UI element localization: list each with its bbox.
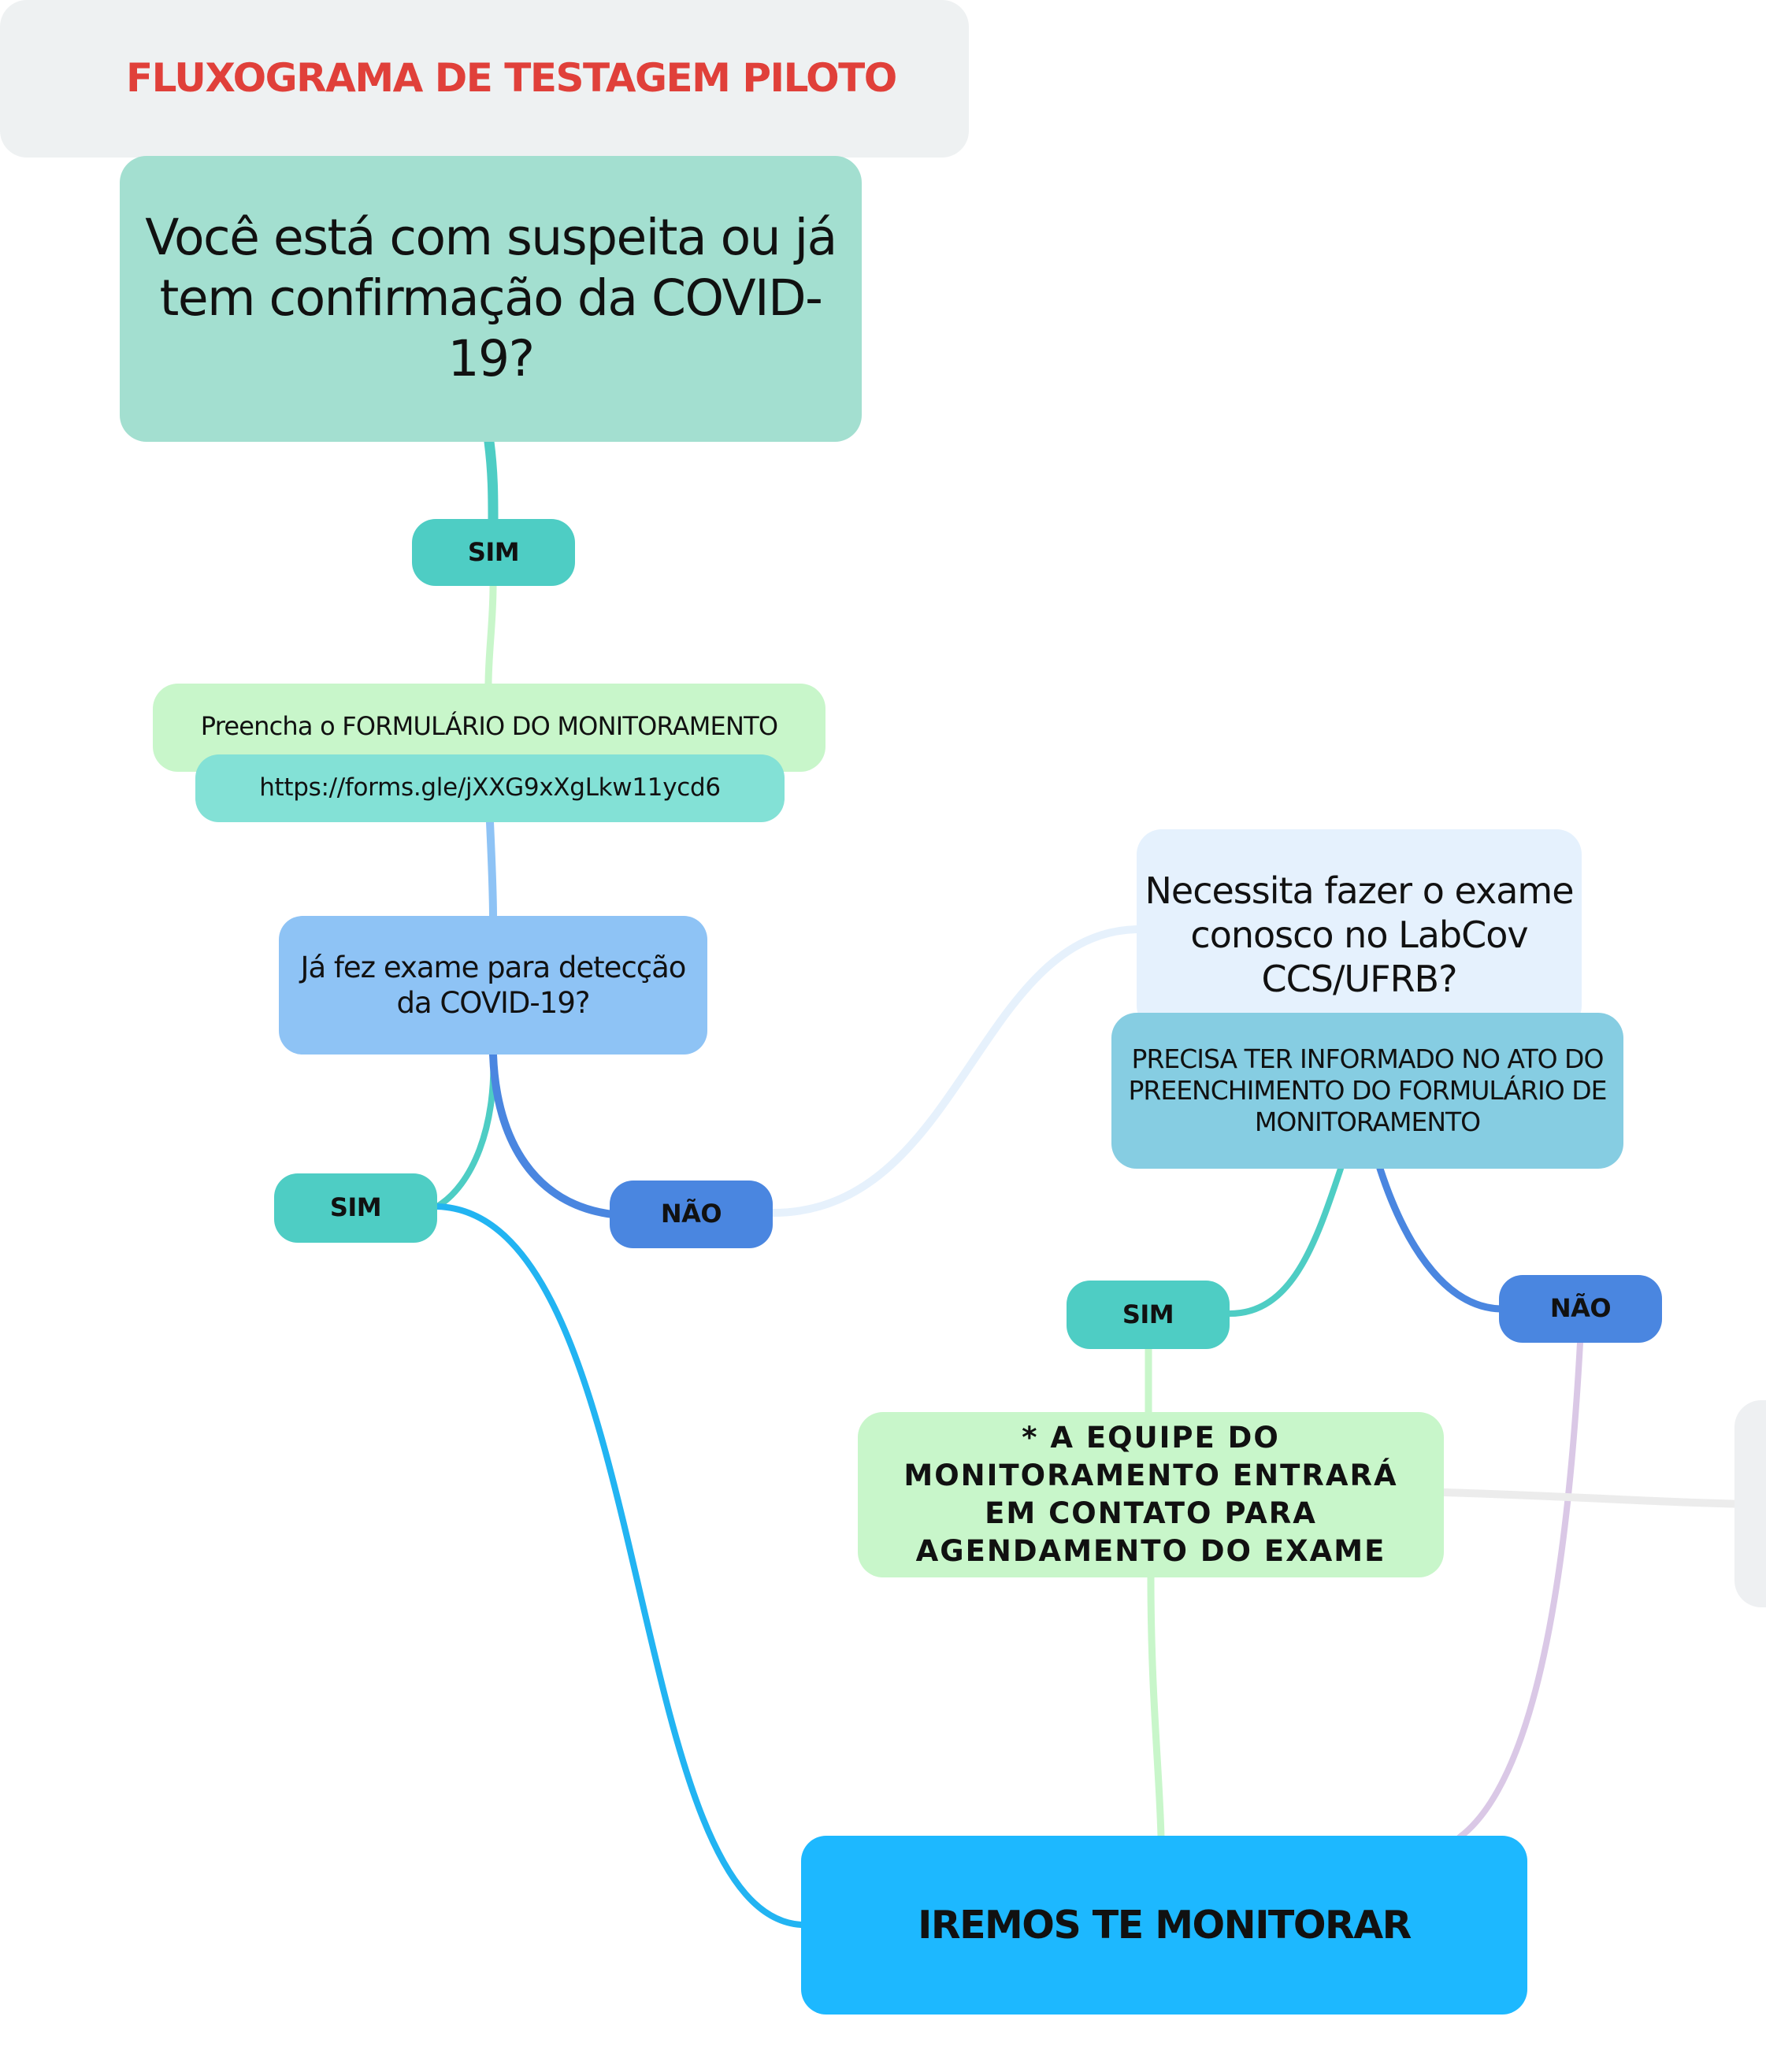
- form-link[interactable]: https://forms.gle/jXXG9xXgLkw11ycd6: [195, 754, 785, 822]
- team-contact-node[interactable]: * A EQUIPE DO MONITORAMENTO ENTRARÁ EM C…: [858, 1412, 1444, 1577]
- sim-node-2[interactable]: SIM: [274, 1173, 437, 1243]
- connector-link-to-exam-question: [486, 818, 497, 921]
- connector-inform-to-nao: [1376, 1165, 1504, 1313]
- title-box: FLUXOGRAMA DE TESTAGEM PILOTO: [0, 0, 969, 158]
- question-need-exam-node[interactable]: Necessita fazer o exame conosco no LabCo…: [1137, 829, 1582, 1031]
- offscreen-node[interactable]: [1734, 1400, 1766, 1607]
- question-suspicion-node[interactable]: Você está com suspeita ou já tem confirm…: [120, 156, 862, 442]
- connector-sim-to-monitor: [434, 1203, 804, 1928]
- sim-node-1[interactable]: SIM: [412, 519, 575, 586]
- connector-team-to-monitor: [1147, 1573, 1165, 1841]
- connector-nao-to-need-exam: [769, 925, 1141, 1217]
- must-inform-node[interactable]: PRECISA TER INFORMADO NO ATO DO PREENCHI…: [1111, 1013, 1623, 1169]
- connector-nao-to-monitor: [1456, 1340, 1583, 1840]
- connector-inform-to-sim: [1226, 1166, 1344, 1317]
- connector-team-to-edge: [1440, 1488, 1766, 1508]
- connector-exam-question-to-nao: [489, 1051, 617, 1218]
- connector-exam-question-to-sim: [434, 1051, 497, 1210]
- nao-node-1[interactable]: NÃO: [610, 1181, 773, 1248]
- connector-sim-to-form: [484, 582, 497, 689]
- connector-question-to-sim: [484, 436, 499, 525]
- question-exam-done-node[interactable]: Já fez exame para detecção da COVID-19?: [279, 916, 707, 1055]
- sim-node-3[interactable]: SIM: [1067, 1281, 1230, 1349]
- nao-node-2[interactable]: NÃO: [1499, 1275, 1662, 1343]
- diagram-title: FLUXOGRAMA DE TESTAGEM PILOTO: [126, 54, 897, 101]
- monitor-node[interactable]: IREMOS TE MONITORAR: [801, 1836, 1527, 2015]
